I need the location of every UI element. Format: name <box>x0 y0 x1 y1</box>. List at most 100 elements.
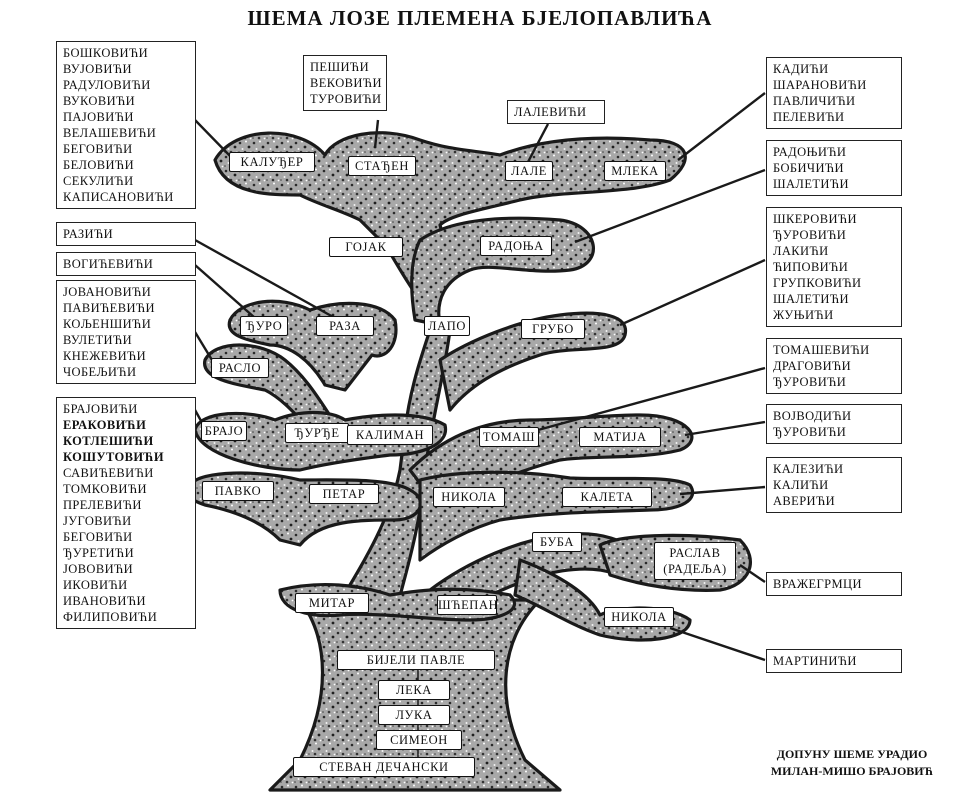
family-name: ВРАЖЕГРМЦИ <box>773 577 862 591</box>
node-buba: БУБА <box>532 532 582 552</box>
family-name: ШКЕРОВИЋИ <box>773 212 857 226</box>
node-raslav-name: РАСЛАВ <box>669 546 721 560</box>
connector-kaleta <box>679 485 766 496</box>
node-raslav: РАСЛАВ (РАДЕЉА) <box>654 542 736 580</box>
family-name: ВЕКОВИЋИ <box>310 76 382 90</box>
family-name: ЂУРОВИЋИ <box>773 375 847 389</box>
node-djurdje: ЂУРЂЕ <box>285 423 349 443</box>
family-name: КАЛЕЗИЋИ <box>773 462 844 476</box>
node-petar: ПЕТАР <box>309 484 379 504</box>
family-name: РАЗИЋИ <box>63 227 114 241</box>
node-kaliman: КАЛИМАН <box>347 425 433 445</box>
node-stepan: ШЋЕПАН <box>437 595 498 615</box>
family-name: ШАЛЕТИЋИ <box>773 292 849 306</box>
credit-note: ДОПУНУ ШЕМЕ УРАДИО МИЛАН-МИШО БРАЈОВИЋ <box>752 746 952 780</box>
connector-kaluder <box>194 119 233 159</box>
list-djuro-families: ВОГИЋЕВИЋИ <box>56 252 196 276</box>
node-lapo: ЛАПО <box>424 316 470 336</box>
family-name: ЖУЊИЋИ <box>773 308 834 322</box>
page-title: ШЕМА ЛОЗЕ ПЛЕМЕНА БЈЕЛОПАВЛИЋА <box>247 6 713 30</box>
connector-lale <box>526 123 550 163</box>
credit-line-1: ДОПУНУ ШЕМЕ УРАДИО <box>776 747 928 761</box>
family-name: БРАЈОВИЋИ <box>63 402 138 416</box>
node-radonja: РАДОЊА <box>480 236 552 256</box>
family-name: КАПИСАНОВИЋИ <box>63 190 174 204</box>
family-name: ПАВЛИЧИЋИ <box>773 94 856 108</box>
family-name: БЕГОВИЋИ <box>63 142 133 156</box>
node-bijeli-pavle: БИЈЕЛИ ПАВЛЕ <box>337 650 495 670</box>
family-name: РАДОЊИЋИ <box>773 145 847 159</box>
list-nikola2-families: МАРТИНИЋИ <box>766 649 902 673</box>
credit-line-2: МИЛАН-МИШО БРАЈОВИЋ <box>770 764 934 778</box>
family-name: ТОМКОВИЋИ <box>63 482 147 496</box>
node-pavko: ПАВКО <box>202 481 274 501</box>
family-name: БЕЛОВИЋИ <box>63 158 135 172</box>
family-name: ПАЈОВИЋИ <box>63 110 134 124</box>
node-brajo: БРАЈО <box>201 421 247 441</box>
family-name: ФИЛИПОВИЋИ <box>63 610 158 624</box>
family-name: ВЕЛАШЕВИЋИ <box>63 126 157 140</box>
node-tomas: ТОМАШ <box>479 427 539 447</box>
node-raslav-alias: (РАДЕЉА) <box>663 562 727 576</box>
family-name: ЈОВОВИЋИ <box>63 562 134 576</box>
list-lale-families: ЛАЛЕВИЋИ <box>507 100 605 124</box>
family-name: ЈУГОВИЋИ <box>63 514 132 528</box>
branch-radonja <box>410 216 595 327</box>
family-name: ЛАКИЋИ <box>773 244 829 258</box>
node-raza: РАЗА <box>316 316 374 336</box>
family-name: АВЕРИЋИ <box>773 494 836 508</box>
family-name: РАДУЛОВИЋИ <box>63 78 151 92</box>
connector-radonja <box>574 168 766 244</box>
node-mleka: МЛЕКА <box>604 161 666 181</box>
connector-raslo <box>193 331 214 361</box>
connector-grubo <box>619 258 766 327</box>
list-raslav-families: ВРАЖЕГРМЦИ <box>766 572 902 596</box>
family-name: САВИЋЕВИЋИ <box>63 466 154 480</box>
family-name: ЧОБЕЉИЋИ <box>63 365 137 379</box>
family-name: ЕРАКОВИЋИ <box>63 418 147 432</box>
node-mitar: МИТАР <box>295 593 369 613</box>
family-name: ШАРАНОВИЋИ <box>773 78 867 92</box>
family-name: ПЕЛЕВИЋИ <box>773 110 845 124</box>
list-mleka-families: КАДИЋИ ШАРАНОВИЋИ ПАВЛИЧИЋИ ПЕЛЕВИЋИ <box>766 57 902 129</box>
family-name: ЂУРОВИЋИ <box>773 228 847 242</box>
family-name: КАДИЋИ <box>773 62 829 76</box>
family-name: ИКОВИЋИ <box>63 578 128 592</box>
node-grubo: ГРУБО <box>521 319 585 339</box>
connector-djuro <box>194 264 256 319</box>
branch-crown <box>213 131 687 302</box>
connector-tomas <box>537 366 766 432</box>
node-luka: ЛУКА <box>378 705 450 725</box>
family-name: ПАВИЋЕВИЋИ <box>63 301 155 315</box>
family-name: ПРЕЛЕВИЋИ <box>63 498 142 512</box>
node-stevan: СТЕВАН ДЕЧАНСКИ <box>293 757 475 777</box>
node-stadjen: СТАЂЕН <box>348 156 416 176</box>
list-kaleta-families: КАЛЕЗИЋИ КАЛИЋИ АВЕРИЋИ <box>766 457 902 513</box>
family-name: ГРУПКОВИЋИ <box>773 276 862 290</box>
family-name: МАРТИНИЋИ <box>773 654 857 668</box>
family-name: КОТЛЕШИЋИ <box>63 434 154 448</box>
list-raza-families: РАЗИЋИ <box>56 222 196 246</box>
connector-raslav <box>739 564 766 583</box>
connector-mleka <box>677 92 766 161</box>
node-lale: ЛАЛЕ <box>505 161 553 181</box>
family-name: ПЕШИЋИ <box>310 60 369 74</box>
node-raslo: РАСЛО <box>211 358 269 378</box>
family-name: ЛАЛЕВИЋИ <box>514 105 587 119</box>
family-name: КАЛИЋИ <box>773 478 829 492</box>
connector-nikola2 <box>669 626 766 662</box>
family-name: КОЉЕНШИЋИ <box>63 317 152 331</box>
connector-raza <box>194 238 336 320</box>
family-name: ВОЈВОДИЋИ <box>773 409 852 423</box>
node-kaluder: КАЛУЂЕР <box>229 152 315 172</box>
family-name: ЂУРЕТИЋИ <box>63 546 134 560</box>
family-name: БОБИЧИЋИ <box>773 161 844 175</box>
node-simeon: СИМЕОН <box>376 730 462 750</box>
